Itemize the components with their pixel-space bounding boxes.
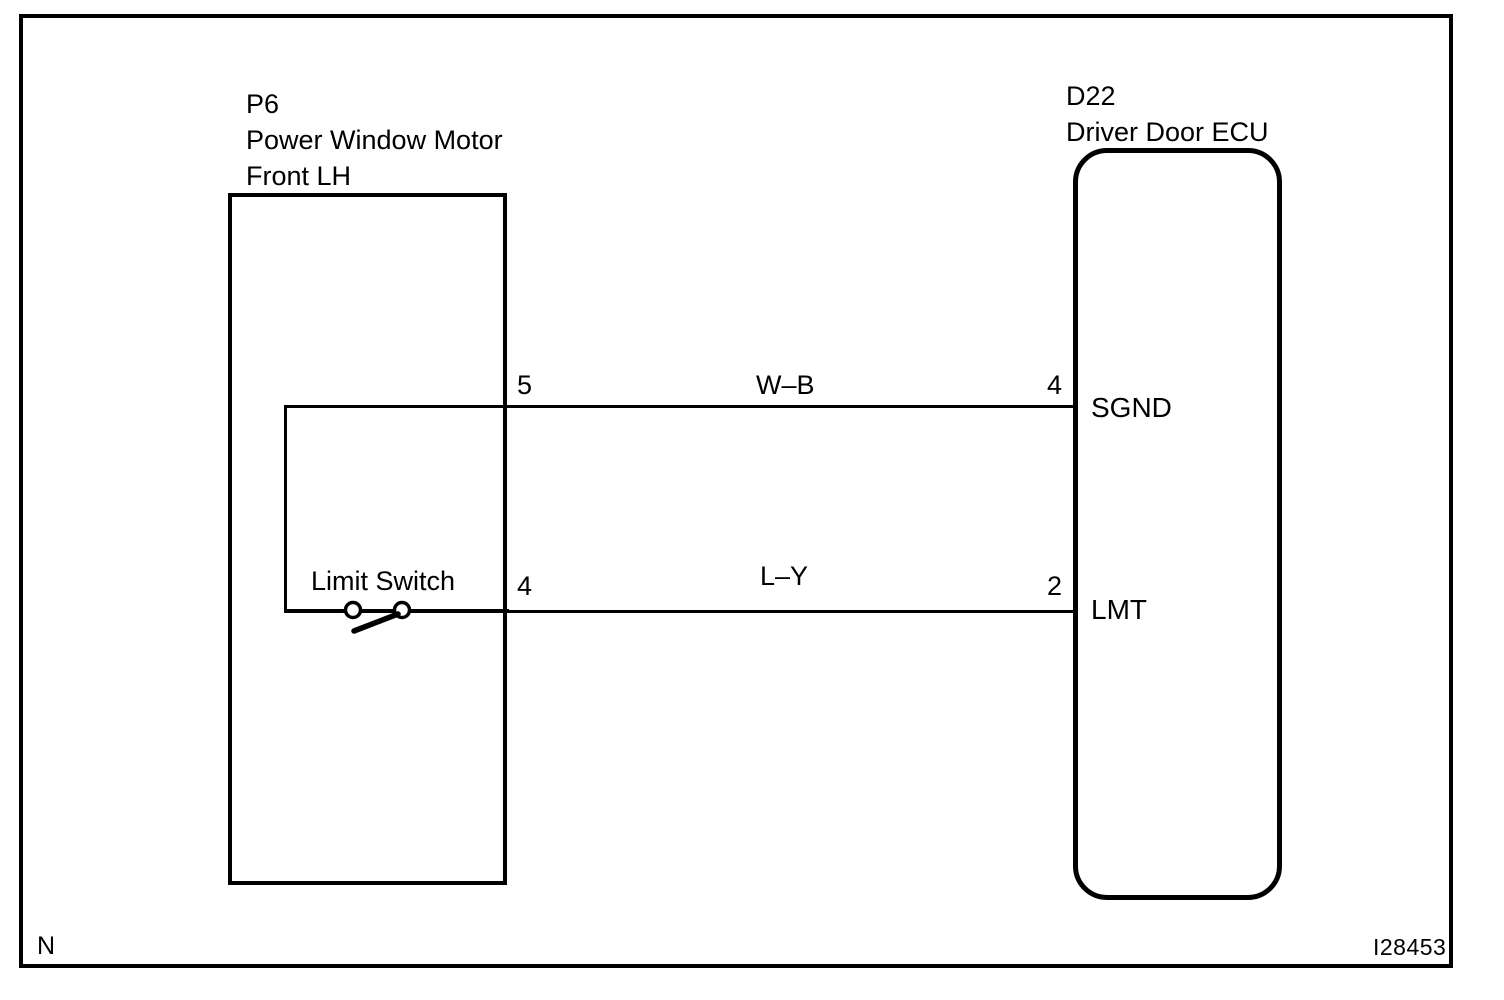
motor-pin-number-4: 4 — [517, 571, 533, 601]
motor-pin-number-5: 5 — [517, 370, 533, 400]
page-marker-bottom-left: N — [37, 932, 56, 960]
wire-color-code-w-b: W–B — [756, 370, 815, 400]
ecu-terminal-sgnd: SGND — [1091, 392, 1172, 423]
ecu-pin-number-2: 2 — [1047, 571, 1063, 601]
wire-w-b-sgnd — [284, 405, 1076, 408]
limit-switch-label: Limit Switch — [311, 566, 456, 596]
figure-reference-code: I28453 — [1373, 934, 1447, 960]
motor-connector-label: P6 Power Window Motor Front LH — [246, 89, 503, 191]
wire-l-y-lmt — [284, 610, 1076, 613]
diagram-frame — [19, 14, 1453, 968]
driver-door-ecu-box — [1073, 148, 1282, 900]
ecu-connector-label: D22 Driver Door ECU — [1066, 81, 1269, 147]
ecu-pin-number-4: 4 — [1047, 370, 1063, 400]
power-window-motor-box — [228, 193, 507, 885]
wire-color-code-l-y: L–Y — [760, 561, 809, 591]
limit-switch-symbol-icon — [343, 600, 412, 634]
ecu-terminal-lmt: LMT — [1091, 594, 1147, 625]
